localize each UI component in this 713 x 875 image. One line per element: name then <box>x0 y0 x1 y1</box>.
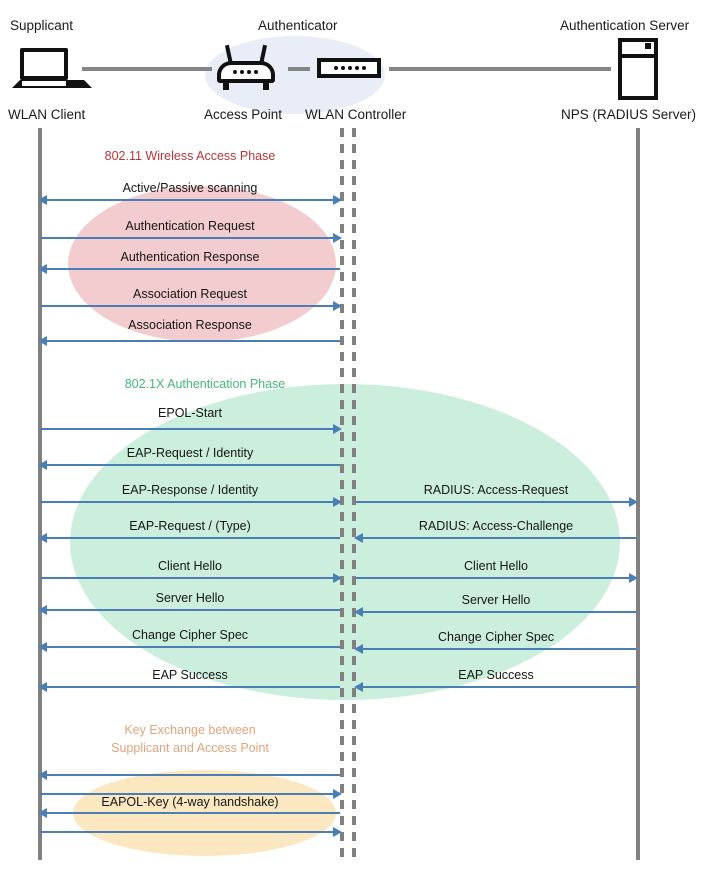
phase2-ellipse <box>70 384 620 700</box>
actor-device-nps: NPS (RADIUS Server) <box>561 107 697 122</box>
lifeline-wlan-controller <box>352 128 356 860</box>
message-arrow <box>40 573 342 583</box>
lifeline-radius-server <box>636 128 640 860</box>
message-arrow <box>38 195 342 205</box>
message-label: Authentication Request <box>125 219 255 233</box>
link-controller-server <box>389 67 611 71</box>
message-label: RADIUS: Access-Challenge <box>418 519 574 533</box>
message-arrow <box>38 808 340 818</box>
message-arrow <box>356 573 638 583</box>
message-arrow <box>38 460 340 470</box>
message-arrow <box>356 497 638 507</box>
message-label: EAP Success <box>152 668 228 682</box>
server-icon <box>618 38 658 100</box>
actor-device-wlan-client: WLAN Client <box>8 107 86 122</box>
message-label: EAP-Request / Identity <box>126 446 254 460</box>
message-label: RADIUS: Access-Request <box>423 483 569 497</box>
message-arrow <box>38 642 340 652</box>
message-label: EAP-Response / Identity <box>121 483 259 497</box>
message-label: EAPOL-Key (4-way handshake) <box>101 795 279 809</box>
message-arrow <box>40 497 342 507</box>
message-arrow <box>38 336 340 346</box>
message-arrow <box>38 264 340 274</box>
laptop-icon <box>12 48 92 90</box>
message-arrow <box>40 424 342 434</box>
message-label: Change Cipher Spec <box>131 628 249 642</box>
message-label: Client Hello <box>158 559 222 573</box>
message-label: Association Response <box>128 318 252 332</box>
access-point-icon <box>217 44 275 91</box>
actor-role-authentication-server: Authentication Server <box>560 18 690 33</box>
message-label: Change Cipher Spec <box>437 630 555 644</box>
message-arrow <box>40 789 342 799</box>
message-arrow <box>354 533 636 543</box>
phase1-caption: 802.11 Wireless Access Phase <box>104 149 276 163</box>
message-label: EAP Success <box>458 668 534 682</box>
actor-role-supplicant: Supplicant <box>10 18 74 33</box>
message-label: Server Hello <box>461 593 531 607</box>
phase1-ellipse <box>68 186 336 342</box>
message-arrow <box>354 644 636 654</box>
message-arrow <box>40 233 342 243</box>
message-arrow <box>40 827 342 837</box>
message-arrow <box>38 533 340 543</box>
message-arrow <box>38 770 340 780</box>
message-arrow <box>354 607 636 617</box>
lifeline-supplicant <box>38 128 42 860</box>
link-ap-controller <box>288 67 310 71</box>
actor-device-access-point: Access Point <box>204 107 283 122</box>
message-label: Active/Passive scanning <box>122 181 258 195</box>
message-label: Server Hello <box>155 591 225 605</box>
lifeline-access-point <box>340 128 344 860</box>
message-label: Association Request <box>133 287 247 301</box>
phase3-caption: Key Exchange between Supplicant and Acce… <box>111 723 269 755</box>
message-arrow <box>38 605 340 615</box>
actor-device-wlan-controller: WLAN Controller <box>305 107 407 122</box>
wlan-controller-icon <box>317 58 381 78</box>
phase2-caption: 802.1X Authentication Phase <box>124 377 286 391</box>
message-label: EAP-Request / (Type) <box>129 519 251 533</box>
message-arrow <box>40 301 342 311</box>
message-label: EPOL-Start <box>158 406 222 420</box>
message-label: Authentication Response <box>120 250 260 264</box>
message-label: Client Hello <box>464 559 528 573</box>
actor-role-authenticator: Authenticator <box>258 18 338 33</box>
message-arrow <box>354 682 636 692</box>
message-arrow <box>38 682 340 692</box>
link-client-ap <box>82 67 212 71</box>
